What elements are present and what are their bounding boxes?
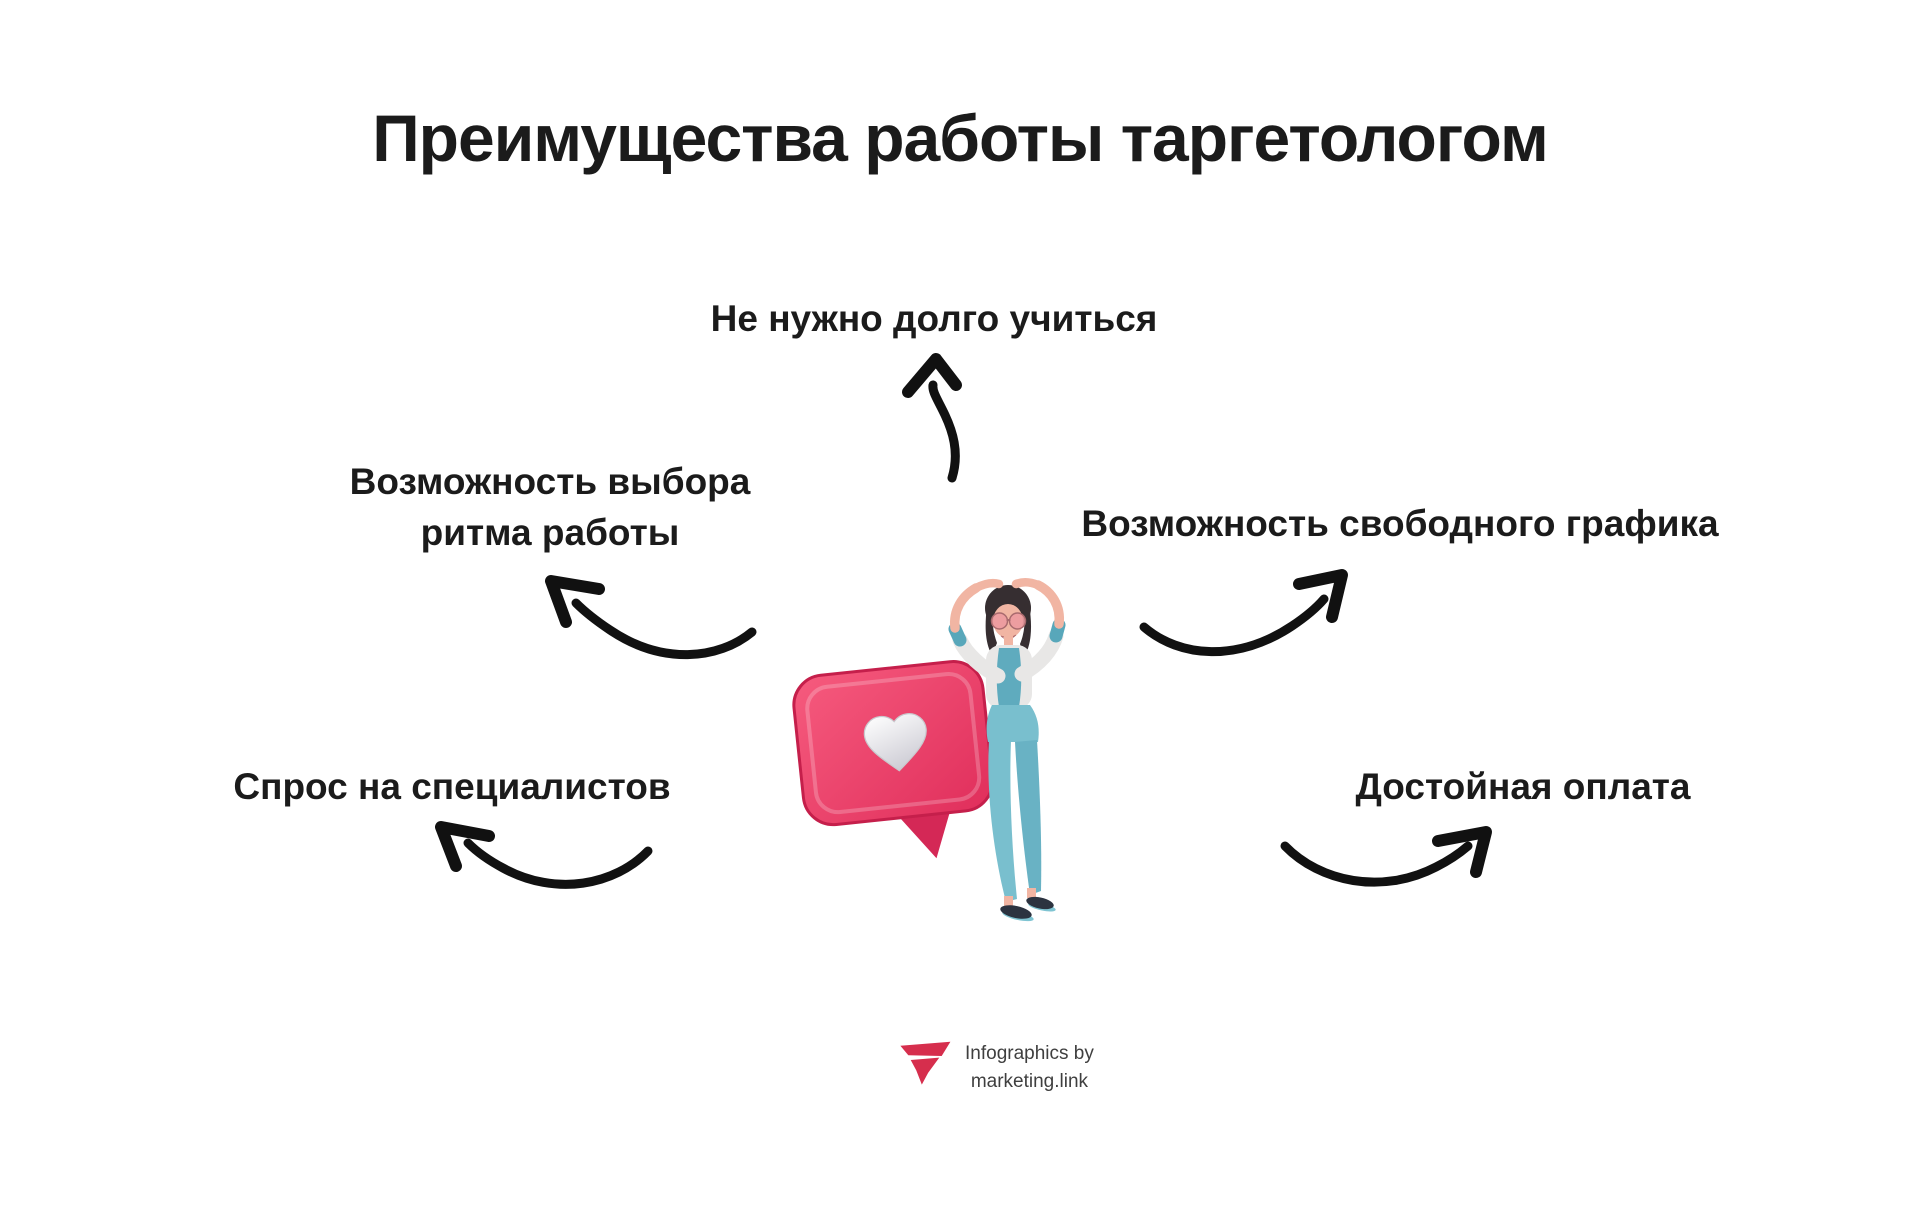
leg-right <box>1015 740 1042 895</box>
hair-lock-left <box>985 606 997 655</box>
hand-right <box>1011 578 1043 590</box>
logo-bottom-bar <box>910 1057 940 1085</box>
arrow-to-top-benefit <box>902 353 962 483</box>
shoe-right <box>1026 896 1054 910</box>
benefit-label-middle-left-line2: ритма работы <box>420 512 680 554</box>
benefit-label-middle-right: Возможность свободного графика <box>1081 503 1719 544</box>
hair-lock-right <box>1020 604 1032 657</box>
hips <box>986 705 1039 742</box>
leg-left <box>988 740 1017 902</box>
teal-top <box>996 648 1022 707</box>
credit-line2: marketing.link <box>970 1070 1089 1092</box>
forearm-left <box>950 583 981 633</box>
benefit-label-top: Не нужно долго учиться <box>710 298 1158 339</box>
credit-text: Infographics by marketing.link <box>965 1040 1094 1095</box>
page-title: Преимущества работы таргетологом <box>372 101 1549 175</box>
arrow-to-bottom-left-benefit <box>435 821 653 889</box>
heart-icon <box>863 713 927 772</box>
ankle-right <box>1027 888 1036 898</box>
forearm-right <box>1033 580 1064 629</box>
arrow-to-middle-left-benefit <box>545 575 757 660</box>
sunglasses-left-lens <box>990 612 1009 630</box>
arrow-to-bottom-right-benefit <box>1280 826 1492 887</box>
footer-credit: Infographics by marketing.link <box>898 1040 1094 1095</box>
like-heart-bubble-icon <box>792 660 995 859</box>
hand-left <box>971 578 1004 593</box>
benefit-label-bottom-left: Спрос на специалистов <box>233 766 671 807</box>
shoe-left <box>1000 905 1032 919</box>
benefit-label-bottom-right: Достойная оплата <box>1355 766 1691 807</box>
arrow-to-middle-right-benefit <box>1139 569 1348 657</box>
bubble-sheen <box>805 672 982 815</box>
ankle-left <box>1004 896 1013 907</box>
sunglasses-right-lens <box>1008 612 1027 630</box>
marketing-link-logo-icon <box>900 1041 951 1085</box>
woman-heart-gesture-figure <box>948 578 1066 922</box>
benefit-label-middle-left: Возможность выбора ритма работы <box>350 456 751 558</box>
logo-top-bar <box>900 1041 951 1057</box>
neck <box>1004 636 1013 648</box>
benefit-label-middle-left-line1: Возможность выбора <box>349 461 751 502</box>
credit-line1: Infographics by <box>965 1043 1094 1064</box>
